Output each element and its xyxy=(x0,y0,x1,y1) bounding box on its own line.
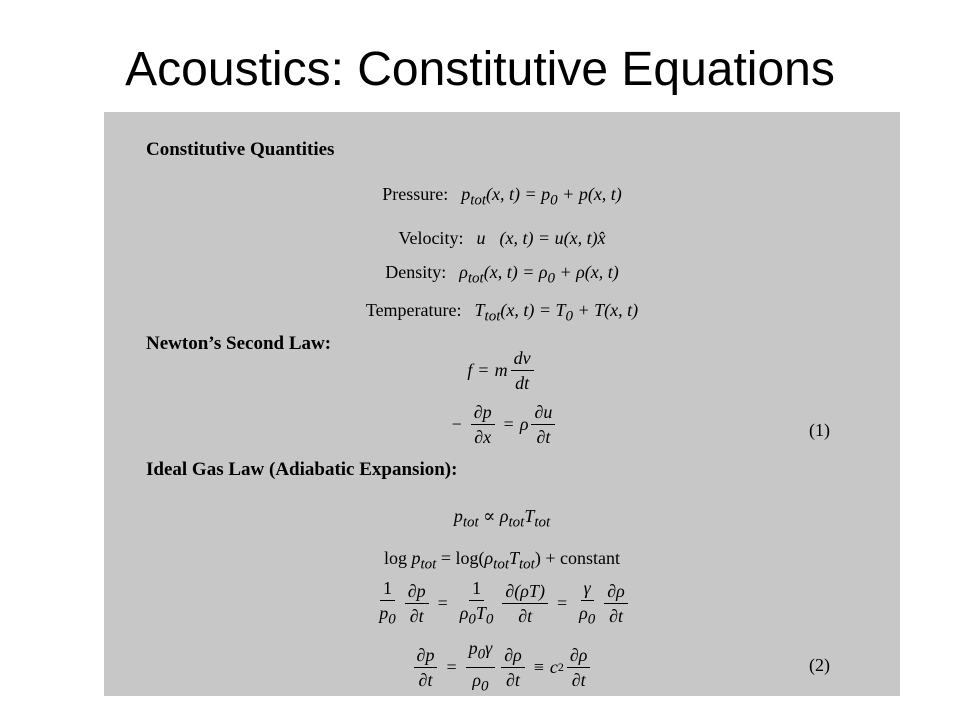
equation-number-1: (1) xyxy=(809,420,830,440)
density-expression: ρtot(x, t) = ρ0 + ρ(x, t) xyxy=(459,262,619,287)
proportionality-equation: ptot ∝ ρtotTtot xyxy=(453,506,551,531)
momentum-equation: − ∂p∂x =ρ ∂u∂t xyxy=(104,402,900,447)
du-dt-fraction: ∂u∂t xyxy=(531,402,556,447)
equation-number-2: (2) xyxy=(809,655,830,675)
temperature-expression: Ttot(x, t) = T0 + T(x, t) xyxy=(474,300,639,325)
equations-panel: Constitutive Quantities Pressure: ptot(x… xyxy=(104,112,900,696)
pressure-label: Pressure: xyxy=(382,184,449,204)
newton-heading: Newton’s Second Law: xyxy=(146,333,332,354)
temperature-label: Temperature: xyxy=(365,300,462,320)
density-equation: Density: ρtot(x, t) = ρ0 + ρ(x, t) xyxy=(104,260,900,291)
velocity-expression: u⃗(x, t) = u(x, t)x̂ xyxy=(476,228,606,248)
density-label: Density: xyxy=(385,262,447,282)
temperature-equation: Temperature: Ttot(x, t) = T0 + T(x, t) xyxy=(104,298,900,329)
pressure-expression: ptot(x, t) = p0 + p(x, t) xyxy=(461,184,622,209)
constitutive-heading: Constitutive Quantities xyxy=(146,139,335,160)
velocity-label: Velocity: xyxy=(398,228,464,248)
pressure-equation: Pressure: ptot(x, t) = p0 + p(x, t) xyxy=(104,182,900,213)
dp-dx-fraction: ∂p∂x xyxy=(470,402,495,447)
log-equation: log ptot = log(ρtotTtot) + constant xyxy=(384,548,620,573)
gas-law-heading: Ideal Gas Law (Adiabatic Expansion): xyxy=(146,459,458,480)
slide-title: Acoustics: Constitutive Equations xyxy=(125,43,835,96)
velocity-equation: Velocity: u⃗(x, t) = u(x, t)x̂ xyxy=(104,226,900,250)
